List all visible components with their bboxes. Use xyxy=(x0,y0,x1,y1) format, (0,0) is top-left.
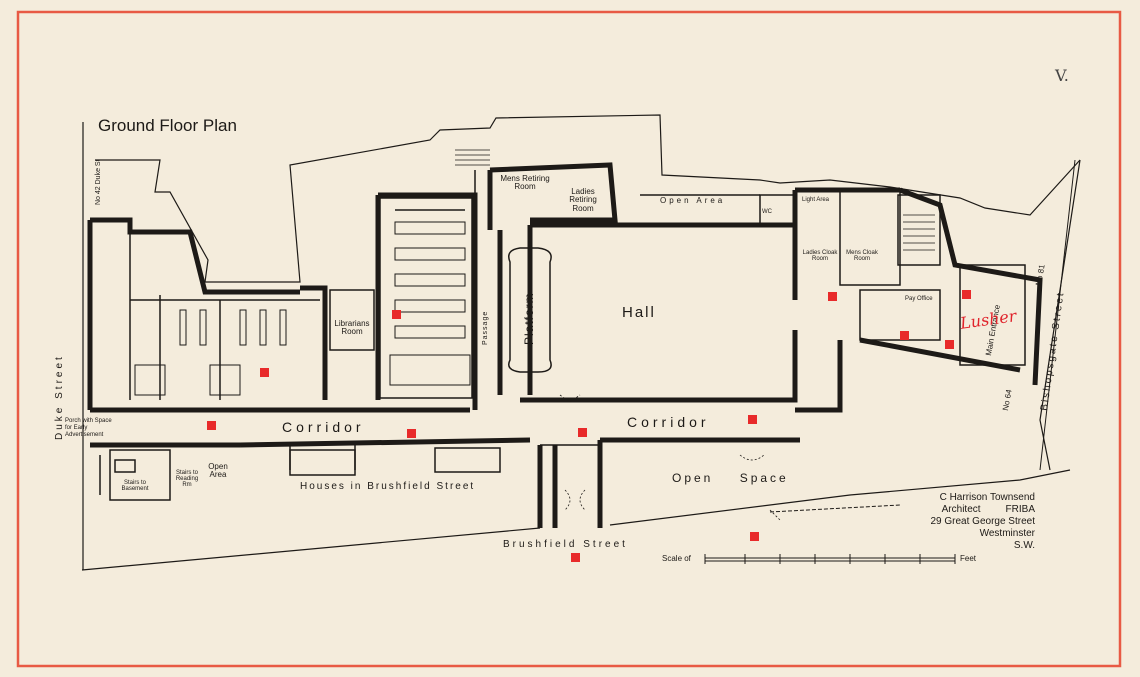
room-ladies-retiring: Ladies Retiring Room xyxy=(569,187,597,213)
architect-line: Architect FRIBA xyxy=(941,504,1035,515)
platform-outline xyxy=(508,247,552,373)
plan-title: Ground Floor Plan xyxy=(98,116,237,135)
red-marker xyxy=(571,553,580,562)
room-pay-office: Pay Office xyxy=(905,296,933,302)
room-open-area-left: Open Area xyxy=(208,462,228,480)
room-corridor-left: Corridor xyxy=(282,419,365,435)
site-outline xyxy=(81,114,1081,571)
red-marker xyxy=(945,340,954,349)
room-stairs-mid: Stairs to Reading Rm xyxy=(175,470,199,488)
room-librarians: Librarians Room xyxy=(334,319,370,337)
room-platform: Platform xyxy=(522,292,536,345)
doors xyxy=(559,394,781,521)
street-no-42: No 42 Duke St xyxy=(95,159,102,205)
red-marker xyxy=(407,429,416,438)
room-light-area: Light Area xyxy=(802,197,830,203)
scale-label: Scale of xyxy=(662,554,691,563)
architect-line: 29 Great George Street xyxy=(930,516,1035,527)
street-duke: Duke Street xyxy=(54,354,65,440)
room-open-area-top: Open Area xyxy=(660,196,726,205)
architect-line: S.W. xyxy=(1013,540,1035,551)
plate-number: V. xyxy=(1055,66,1069,85)
architect-line: Westminster xyxy=(979,528,1035,539)
stairs xyxy=(455,149,935,251)
room-mens-cloak: Mens Cloak Room xyxy=(846,250,878,262)
interior-walls xyxy=(99,170,1026,501)
reading-room-tables xyxy=(389,221,471,386)
sheet-border xyxy=(16,10,1122,668)
bishopsgate-street-line xyxy=(1039,159,1076,471)
street-brushfield: Brushfield Street xyxy=(503,539,628,550)
red-marker xyxy=(207,421,216,430)
room-hall: Hall xyxy=(622,304,656,321)
room-mens-retiring: Mens Retiring Room xyxy=(500,174,550,192)
red-marker xyxy=(750,532,759,541)
room-stairs-left: Stairs to Basement xyxy=(121,480,149,492)
red-marker xyxy=(578,428,587,437)
architect-line: C Harrison Townsend xyxy=(939,492,1035,503)
stands xyxy=(134,309,287,396)
room-passage: Passage xyxy=(482,310,489,345)
room-porch: Porch with Space for Early Advertisement xyxy=(65,418,112,438)
red-marker xyxy=(962,290,971,299)
room-corridor-right: Corridor xyxy=(627,414,710,430)
red-marker xyxy=(828,292,837,301)
architect-credit: C Harrison Townsend Architect FRIBA 29 G… xyxy=(900,492,1035,552)
room-wc: WC xyxy=(762,209,772,215)
red-marker xyxy=(748,415,757,424)
red-marker xyxy=(260,368,269,377)
red-marker xyxy=(392,310,401,319)
room-open-space: Open Space xyxy=(672,471,789,485)
scale-bar xyxy=(704,554,956,564)
street-brushfield-houses: Houses in Brushfield Street xyxy=(300,481,476,492)
scale-unit: Feet xyxy=(960,554,977,563)
path-line xyxy=(769,504,901,513)
room-ladies-cloak: Ladies Cloak Room xyxy=(802,250,838,262)
red-marker xyxy=(900,331,909,340)
